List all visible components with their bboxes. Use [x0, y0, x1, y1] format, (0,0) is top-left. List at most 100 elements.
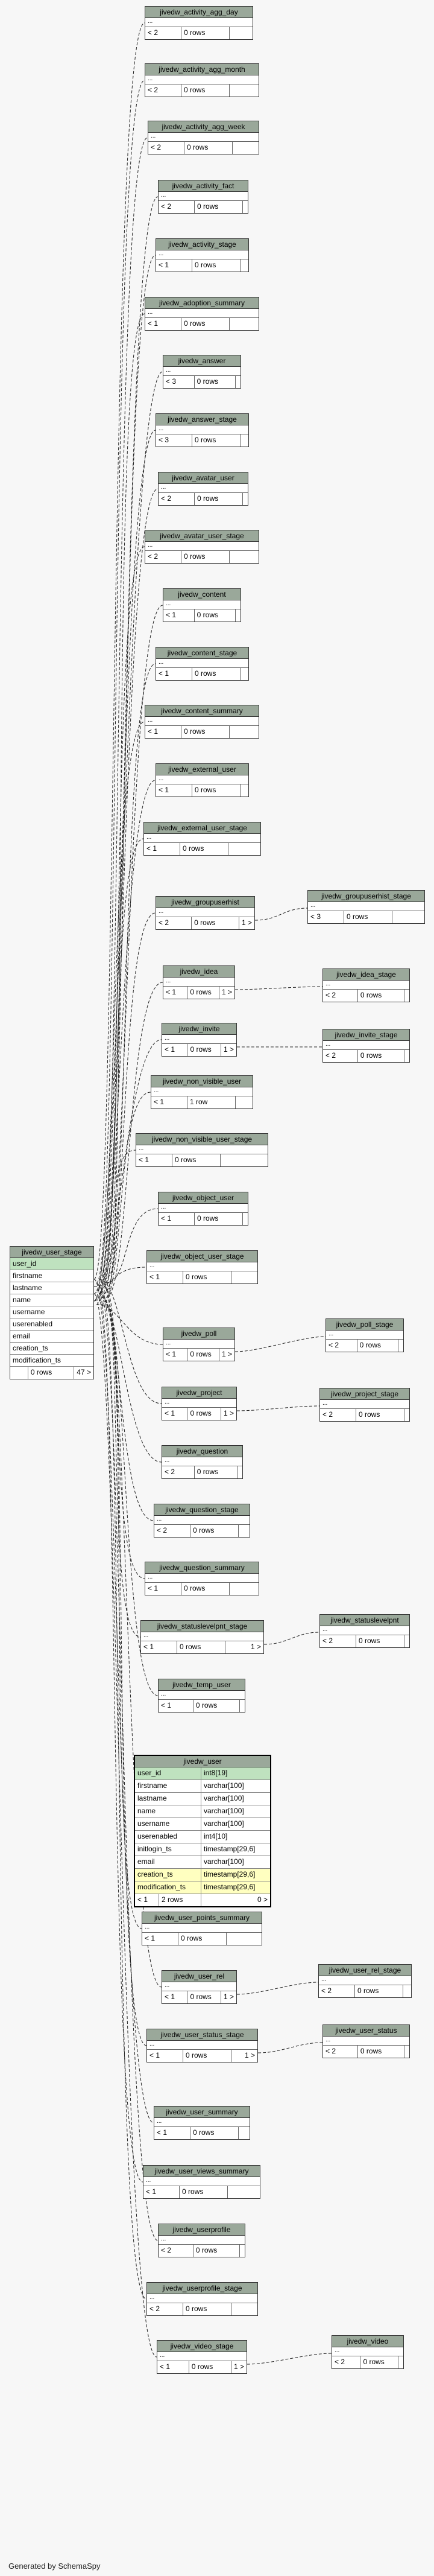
parent-count: < 2: [145, 551, 181, 563]
column-name: firstname: [135, 1780, 201, 1792]
table-title: jivedw_invite_stage: [323, 1029, 409, 1041]
parent-count: < 1: [156, 668, 192, 680]
parent-count: < 1: [141, 1641, 177, 1653]
parent-count: < 2: [319, 1985, 355, 1997]
column-ellipsis: ...: [323, 2037, 409, 2046]
row-count: 0 rows: [192, 668, 241, 680]
parent-count: < 2: [162, 1466, 195, 1478]
row-count: 0 rows: [356, 1409, 404, 1421]
column-name: creation_ts: [135, 1869, 201, 1881]
table-title: jivedw_activity_agg_day: [145, 7, 253, 18]
table-title: jivedw_activity_agg_week: [148, 121, 259, 133]
table-title: jivedw_statuslevelpnt: [320, 1615, 409, 1626]
column-ellipsis: ...: [148, 133, 259, 142]
table-title: jivedw_project_stage: [320, 1388, 409, 1400]
row-count: 0 rows: [355, 1985, 403, 1997]
column-ellipsis: ...: [156, 908, 254, 917]
table-title: jivedw_invite: [162, 1023, 236, 1035]
parent-count: < 2: [323, 2046, 358, 2058]
column-ellipsis: ...: [156, 775, 248, 784]
column: modification_ts: [10, 1355, 93, 1367]
spacer: [241, 259, 248, 272]
primary-key-column: user_id: [10, 1258, 93, 1270]
column-ellipsis: ...: [332, 2347, 403, 2356]
row-count: 0 rows: [28, 1367, 75, 1379]
table-title: jivedw_temp_user: [159, 1679, 245, 1691]
spacer: [221, 1154, 268, 1166]
parent-count: < 1: [162, 1408, 188, 1420]
column-ellipsis: ...: [319, 1976, 411, 1985]
column-ellipsis: ...: [151, 1087, 253, 1096]
row-count: 0 rows: [190, 2127, 239, 2139]
parent-count: < 2: [323, 1050, 358, 1062]
table-title: jivedw_activity_agg_month: [145, 64, 259, 75]
spacer: [241, 668, 248, 680]
row-count: 0 rows: [192, 434, 241, 447]
column-ellipsis: ...: [145, 75, 259, 84]
table-title: jivedw_question_summary: [145, 1562, 259, 1574]
row-count: 0 rows: [357, 1340, 398, 1352]
row-count: 0 rows: [195, 1213, 243, 1225]
column-ellipsis: ...: [159, 1691, 245, 1700]
row-count: 0 rows: [180, 843, 228, 855]
table-title: jivedw_content: [163, 589, 241, 600]
